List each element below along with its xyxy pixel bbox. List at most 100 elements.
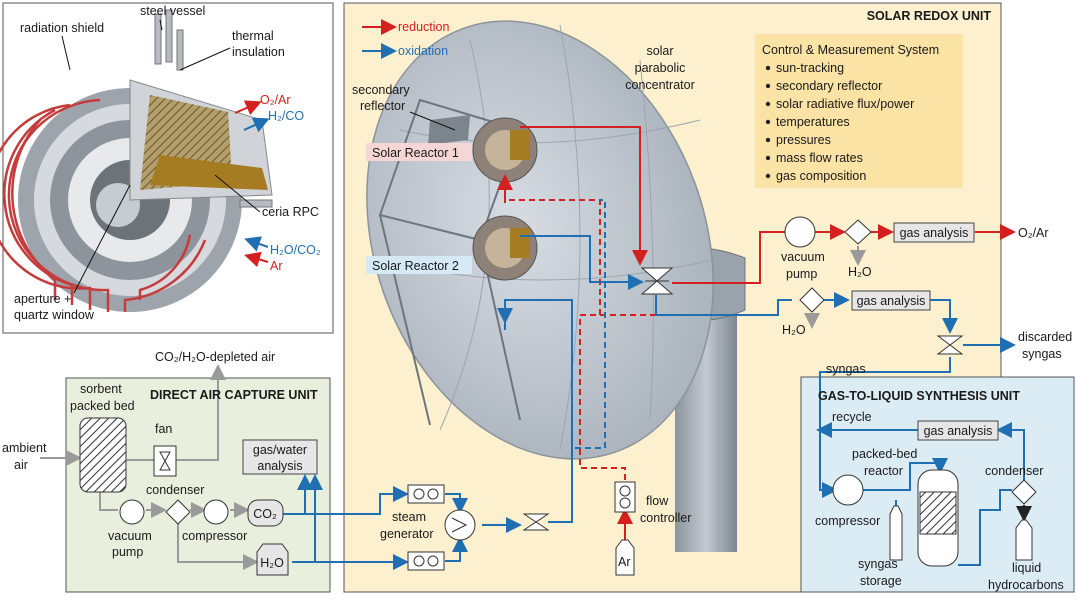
co2-flow-meter-symbol: [407, 484, 445, 504]
control-item: temperatures: [776, 115, 850, 129]
label-vacuum-pump-1: vacuum: [781, 250, 825, 264]
sorbent-packed-bed-symbol: [79, 417, 127, 493]
control-system-box: [755, 34, 963, 188]
fan-blade-icon: [159, 451, 171, 471]
gas-analysis-top-box: [893, 222, 975, 243]
label-h2o-top: H₂O: [848, 265, 872, 279]
label-sorbent-2: packed bed: [70, 399, 135, 413]
label-thermal-insulation-1: thermal: [232, 29, 274, 43]
control-item: solar radiative flux/power: [776, 97, 914, 111]
label-flow-controller-1: flow: [646, 494, 669, 508]
label-ambient-1: ambient: [2, 441, 47, 455]
dac-compressor-symbol: [203, 499, 229, 525]
legend-oxidation-label: oxidation: [398, 44, 448, 58]
label-liquid-1: liquid: [1012, 561, 1041, 575]
label-gas-water-1: gas/water: [253, 443, 307, 457]
label-sorbent-1: sorbent: [80, 382, 122, 396]
label-thermal-insulation-2: insulation: [232, 45, 285, 59]
solar-vacuum-pump-symbol: [784, 216, 816, 248]
secondary-reflector-leader: [409, 111, 456, 131]
label-ar-bottle: Ar: [618, 555, 631, 569]
label-reactor-1: Solar Reactor 1: [372, 146, 459, 160]
label-flow-controller-2: controller: [640, 511, 691, 525]
label-ambient-2: air: [14, 458, 28, 472]
label-gtl-reactor-2: reactor: [864, 464, 903, 478]
label-discarded-1: discarded: [1018, 330, 1072, 344]
co2-tank-symbol: [247, 499, 284, 527]
h2o-tank-symbol: [256, 543, 289, 576]
label-syngas: syngas: [826, 362, 866, 376]
oxidation-flow-lines: [283, 199, 1032, 570]
dac-condenser-symbol: [165, 499, 191, 525]
label-gas-analysis-top: gas analysis: [900, 226, 969, 240]
solar-condenser-top-symbol: [844, 219, 872, 245]
gtl-compressor-symbol: [832, 474, 864, 506]
legend-reduction-label: reduction: [398, 20, 449, 34]
label-fan: fan: [155, 422, 172, 436]
label-gas-analysis-mid: gas analysis: [857, 294, 926, 308]
label-o2-ar: O₂/Ar: [260, 93, 291, 107]
control-item: sun-tracking: [776, 61, 844, 75]
solar-unit-title: SOLAR REDOX UNIT: [867, 9, 992, 23]
label-h2o-co2: H₂O/CO₂: [270, 243, 321, 257]
label-liquid-2: hydrocarbons: [988, 578, 1064, 592]
label-dac-condenser: condenser: [146, 483, 204, 497]
dac-unit-title: DIRECT AIR CAPTURE UNIT: [150, 388, 318, 402]
label-syngas-storage-1: syngas: [858, 557, 898, 571]
label-concentrator-3: concentrator: [625, 78, 694, 92]
label-gtl-gas-analysis: gas analysis: [924, 424, 993, 438]
label-concentrator-1: solar: [646, 44, 673, 58]
reactor-cutaway-illustration: [0, 9, 273, 312]
reduction-flow-lines: [497, 126, 1016, 543]
h2o-co2-in-arrow: [244, 236, 269, 252]
label-h2-co: H₂/CO: [268, 109, 304, 123]
label-secondary-reflector-1: secondary: [352, 83, 410, 97]
gtl-unit-title: GAS-TO-LIQUID SYNTHESIS UNIT: [818, 389, 1020, 403]
label-discarded-2: syngas: [1022, 347, 1062, 361]
label-h2o-mid: H₂O: [782, 323, 806, 337]
label-aperture-1: aperture +: [14, 292, 71, 306]
discard-valve-symbol: [936, 335, 964, 355]
control-item: pressures: [776, 133, 831, 147]
oxidant-valve-symbol: [522, 513, 550, 531]
label-secondary-reflector-2: reflector: [360, 99, 405, 113]
label-reactor-2: Solar Reactor 2: [372, 259, 459, 273]
four-way-valve-symbol: [640, 267, 674, 295]
label-steam-generator-1: steam: [392, 510, 426, 524]
control-system-title: Control & Measurement System: [762, 43, 939, 57]
ar-bottle-symbol: [615, 539, 635, 576]
liquid-hydrocarbons-bottle-symbol: [1015, 519, 1033, 561]
label-dac-compressor: compressor: [182, 529, 247, 543]
label-syngas-storage-2: storage: [860, 574, 902, 588]
h2-co-out-arrow: [243, 117, 270, 133]
label-co2-tank: CO₂: [253, 507, 277, 521]
label-aperture-2: quartz window: [14, 308, 95, 322]
label-steam-generator-2: generator: [380, 527, 434, 541]
control-system-list: sun-tracking secondary reflector solar r…: [765, 61, 914, 183]
label-vacuum-pump-2: pump: [786, 267, 817, 281]
label-steel-vessel: steel vessel: [140, 4, 205, 18]
label-ceria-rpc: ceria RPC: [262, 205, 319, 219]
gas-water-analysis-box: [242, 439, 318, 475]
label-radiation-shield: radiation shield: [20, 21, 104, 35]
ar-in-arrow: [244, 251, 269, 268]
control-item: mass flow rates: [776, 151, 863, 165]
gas-analysis-mid-box: [851, 290, 931, 311]
label-depleted-air: CO₂/H₂O-depleted air: [155, 350, 275, 364]
steam-generator-symbol: [444, 509, 476, 541]
control-item: secondary reflector: [776, 79, 882, 93]
label-recycle: recycle: [832, 410, 872, 424]
syngas-storage-symbol: [889, 505, 903, 561]
label-ar-in: Ar: [270, 259, 283, 273]
o2-ar-out-arrow: [234, 100, 262, 116]
label-gtl-compressor: compressor: [815, 514, 880, 528]
parabolic-concentrator-illustration: [366, 20, 746, 552]
air-flow-lines: [40, 246, 866, 570]
solar-condenser-mid-symbol: [799, 287, 825, 313]
reactor-1-tag: [366, 143, 472, 161]
label-gas-water-2: analysis: [257, 459, 302, 473]
label-o2-ar-out: O₂/Ar: [1018, 226, 1049, 240]
gtl-condenser-symbol: [1011, 479, 1037, 505]
